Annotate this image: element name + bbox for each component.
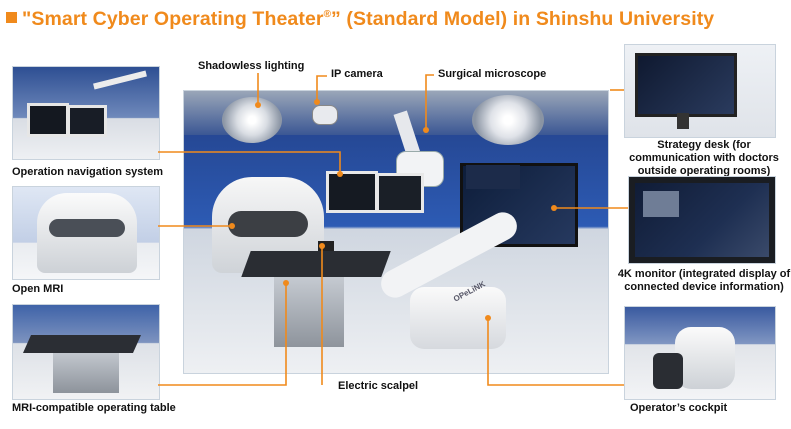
navigation-screen-right <box>376 173 424 213</box>
open-mri-photo <box>12 186 160 280</box>
connector-operation-navigation <box>158 151 341 172</box>
label-shadowless-lighting: Shadowless lighting <box>198 60 305 72</box>
strategy-desk-stand <box>677 113 689 129</box>
dot-operators-cockpit <box>485 315 491 321</box>
mri-compatible-table-photo <box>12 304 160 400</box>
monitor-4k-photo <box>628 176 776 264</box>
dot-open-mri <box>229 223 235 229</box>
mri-table-base <box>53 353 119 393</box>
ip-camera-shape <box>312 105 338 125</box>
electric-scalpel-unit <box>318 241 334 251</box>
mri-bore <box>228 211 308 237</box>
nav-monitor-1 <box>27 103 69 137</box>
shadowless-lamp-left <box>222 97 282 143</box>
label-strategy-desk: Strategy desk (for communication with do… <box>629 139 779 177</box>
dot-shadowless-lighting <box>255 102 261 108</box>
main-operating-room-photo: OPeLiNK <box>183 90 609 374</box>
connector-operators-cockpit <box>487 320 624 386</box>
dot-ip-camera <box>314 99 320 105</box>
dot-electric-scalpel <box>319 243 325 249</box>
label-open-mri: Open MRI <box>12 283 64 295</box>
dot-operation-navigation <box>337 171 343 177</box>
monitor-4k-panel <box>643 191 679 217</box>
navigation-screen-left <box>326 171 378 213</box>
connector-mri-table <box>158 285 287 386</box>
label-mri-compatible-operating-table: MRI-compatible operating table <box>12 402 176 414</box>
label-operation-navigation-system: Operation navigation system <box>12 166 163 178</box>
label-operators-cockpit: Operator’s cockpit <box>630 402 728 414</box>
operators-cockpit-photo <box>624 306 776 400</box>
connector-surgical-microscope <box>425 74 434 128</box>
dot-4k-monitor <box>551 205 557 211</box>
label-electric-scalpel: Electric scalpel <box>338 380 419 392</box>
label-ip-camera: IP camera <box>331 68 383 80</box>
open-mri-bore <box>49 219 125 237</box>
dot-surgical-microscope <box>423 127 429 133</box>
title-bullet-square <box>6 12 17 23</box>
shadowless-lamp-right <box>472 95 544 145</box>
connector-ip-camera <box>316 75 327 100</box>
page-title: "Smart Cyber Operating Theater®” (Standa… <box>6 8 714 31</box>
operation-navigation-photo <box>12 66 160 160</box>
cockpit-console <box>675 327 735 389</box>
cockpit-seat <box>653 353 683 389</box>
label-4k-monitor: 4K monitor (integrated display of connec… <box>617 268 791 293</box>
strategy-desk-photo <box>624 44 776 138</box>
dot-mri-table <box>283 280 289 286</box>
wall-monitor-upper <box>466 165 520 189</box>
label-surgical-microscope: Surgical microscope <box>438 68 547 80</box>
nav-monitor-2 <box>67 105 107 137</box>
